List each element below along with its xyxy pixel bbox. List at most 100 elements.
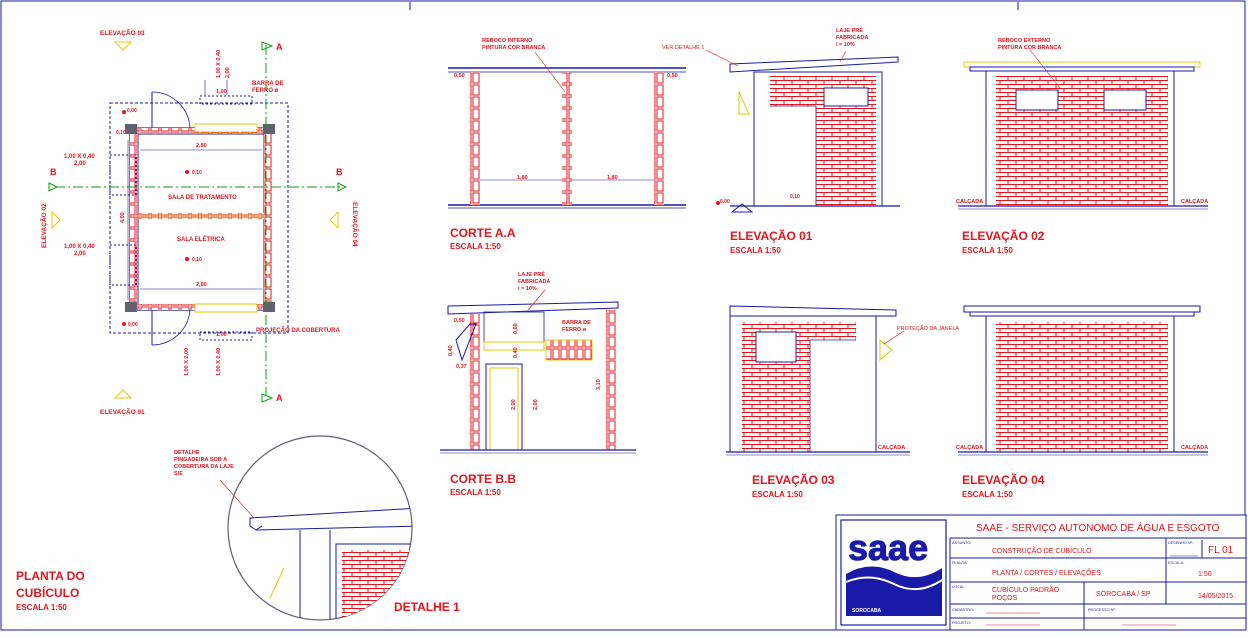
cb-dim-040: 0,40 <box>448 345 454 356</box>
tb-header: SAAE - SERVIÇO AUTONOMO DE ÁGUA E ESGOTO <box>976 521 1220 534</box>
dim-100-top: 1,00 <box>216 89 227 95</box>
dim-window-2: 1,00 X 0,40 <box>64 244 95 250</box>
tb-folha: FL 01 <box>1208 545 1234 556</box>
laje-e1-l1: LAJE PRÉ <box>836 26 863 34</box>
dim-top-vert: 1,00 X 0,40 <box>216 50 222 78</box>
dim-280-bot: 2,80 <box>196 282 207 288</box>
tb-escala-label: ESCALA: <box>1168 561 1184 565</box>
tb-local-l2: POÇOS <box>992 595 1018 602</box>
tb-processo-label: PROCESSO Nº: <box>1088 608 1116 612</box>
tb-local-l1: CUBÍCULO PADRÃO <box>992 585 1060 594</box>
e4-calcada-r: CALÇADA <box>1181 445 1208 451</box>
corte-a-dim-050-l: 0,50 <box>454 73 465 79</box>
dim-280-top: 2,80 <box>196 143 207 149</box>
lvl-3: 0,10 <box>192 257 202 263</box>
corte-bb-drawing <box>440 289 636 454</box>
cut-a-bottom: A <box>276 393 283 403</box>
corte-bb-labels: LAJE PRÉ FABRICADA i = 10% BARRA DE FERR… <box>448 270 602 497</box>
detalhe-title: DETALHE 1 <box>394 600 460 614</box>
elevacao-02-title: ELEVAÇÃO 02 <box>962 228 1045 243</box>
corte-a-title: CORTE A.A <box>450 226 516 240</box>
dim-top-vert2: 2,00 <box>225 67 231 78</box>
dim-100-bot: 1,00 <box>216 332 227 338</box>
elevacao-02-labels: REBOCO EXTERNO PINTURA COR BRANCA CALÇAD… <box>956 38 1208 255</box>
cb-dim-037: 0,37 <box>456 364 467 370</box>
floor-plan-labels: ELEVAÇÃO 03 ELEVAÇÃO 01 ELEVAÇÃO 02 ELEV… <box>16 28 360 612</box>
corte-a-dim-180-r: 1,80 <box>607 175 618 181</box>
cut-a-top: A <box>276 42 283 52</box>
dim-bot-vert: 1,00 X 0,40 <box>216 348 222 376</box>
e2-calcada-r: CALÇADA <box>1181 199 1208 205</box>
corte-a-scale: ESCALA 1:50 <box>450 242 501 251</box>
laje-e1-l3: i = 10% <box>836 42 855 48</box>
dim-window-1b: 2,00 <box>74 161 86 167</box>
cb-dim-310: 3,10 <box>596 379 602 390</box>
barra-cb-l1: BARRA DE <box>562 320 591 326</box>
detalhe-note-l2: PINGADEIRA SOB A <box>174 457 227 463</box>
elev04-label: ELEVAÇÃO 04 <box>351 202 360 247</box>
tb-cadastro-label: CADASTRO: <box>952 608 974 612</box>
elevacao-01-labels: LAJE PRÉ FABRICADA i = 10% VER DETALHE 1… <box>662 26 868 255</box>
plan-title-line1: PLANTA DO <box>16 569 85 583</box>
cb-dim-200: 2,00 <box>511 399 517 410</box>
tb-projeto-label: PROJETO: <box>952 621 971 625</box>
reboco-int-l1: REBOCO INTERNO <box>482 38 533 44</box>
laje-e1-l2: FABRICADA <box>836 35 868 41</box>
barra-label-2: FERRO ø <box>252 88 279 94</box>
saae-logo: saae SOROCABA <box>845 524 943 616</box>
lvl-1: 0,00 <box>127 108 137 114</box>
reboco-ext-l2: PINTURA COR BRANCA <box>998 45 1061 51</box>
tb-desenho-label: DESENHO Nº: <box>1168 541 1193 545</box>
cut-b-right: B <box>336 167 343 177</box>
tb-escala: 1:50 <box>1198 571 1212 578</box>
cut-b-left: B <box>50 167 57 177</box>
plan-title-line2: CUBÍCULO <box>16 585 79 600</box>
elevacao-04-scale: ESCALA 1:50 <box>962 490 1013 499</box>
protecao-janela: PROTEÇÃO DA JANELA <box>897 325 959 332</box>
elevacao-04-drawing <box>958 305 1208 456</box>
e2-calcada-l: CALÇADA <box>956 199 983 205</box>
corte-aa-drawing <box>448 51 686 209</box>
elevacao-04-title: ELEVAÇÃO 04 <box>962 472 1045 487</box>
reboco-int-l2: PINTURA COR BRANCA <box>482 45 545 51</box>
detalhe-1-labels: DETALHE PINGADEIRA SOB A COBERTURA DA LA… <box>174 450 460 614</box>
room-sala-eletrica: SALA ELÉTRICA <box>177 235 225 243</box>
elevacao-03-scale: ESCALA 1:50 <box>752 490 803 499</box>
e3-calcada: CALÇADA <box>878 445 905 451</box>
title-block: saae SOROCABA SAAE - SERVIÇO AUTONOMO DE… <box>835 514 1247 631</box>
floor-plan <box>48 41 348 403</box>
corte-a-dim-050-r: 0,50 <box>667 73 678 79</box>
detalhe-note-l4: S/E <box>174 471 183 477</box>
dim-window-2b: 2,00 <box>74 251 86 257</box>
e4-calcada-l: CALÇADA <box>956 445 983 451</box>
dim-window-1: 1,00 X 0,40 <box>64 154 95 160</box>
detalhe-note-l1: DETALHE <box>174 450 200 456</box>
tb-local-label: LOCAL: <box>952 585 966 589</box>
tb-planta: PLANTA / CORTES / ELEVAÇÕES <box>992 568 1101 577</box>
tb-assunto: CONSTRUÇÃO DE CUBÍCULO <box>992 546 1092 555</box>
elev01-label: ELEVAÇÃO 01 <box>100 407 145 416</box>
dim-bot-vert2: 1,00 X 2,00 <box>184 348 190 376</box>
dim-010: 0,10 <box>116 130 126 136</box>
reboco-ext-l1: REBOCO EXTERNO <box>998 38 1051 44</box>
tb-cidade: SOROCABA / SP <box>1096 591 1151 598</box>
laje-cb-l3: i = 10% <box>518 286 537 292</box>
elevacao-02-scale: ESCALA 1:50 <box>962 246 1013 255</box>
tb-assunto-label: ASSUNTO: <box>952 541 971 545</box>
detalhe-note-l3: COBERTURA DA LAJE <box>174 464 234 470</box>
elevacao-01-drawing <box>705 49 900 213</box>
elev03-label: ELEVAÇÃO 03 <box>100 28 145 37</box>
ver-detalhe: VER DETALHE 1 <box>662 45 704 51</box>
elev02-label: ELEVAÇÃO 02 <box>39 203 48 248</box>
elevacao-04-labels: CALÇADA CALÇADA ELEVAÇÃO 04 ESCALA 1:50 <box>956 445 1208 499</box>
corte-b-title: CORTE B.B <box>450 472 516 486</box>
tb-planta-label: PLANTA: <box>952 561 968 565</box>
elevacao-03-drawing <box>726 305 910 456</box>
logo-text: saae <box>848 527 928 568</box>
dim-400: 4,00 <box>120 212 126 223</box>
tb-data: 14/05/2015 <box>1198 593 1233 600</box>
room-sala-tratamento: SALA DE TRATAMENTO <box>168 195 237 201</box>
